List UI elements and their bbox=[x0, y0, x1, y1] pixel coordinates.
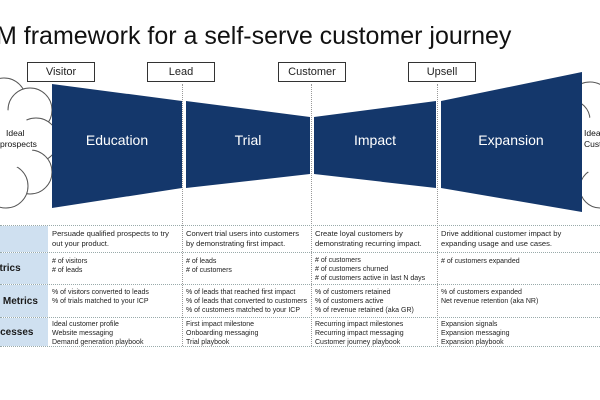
column-divider bbox=[311, 84, 312, 346]
conversion-metrics-impact: % of customers retained% of customers ac… bbox=[315, 289, 414, 314]
phase-trial: Trial bbox=[234, 132, 262, 148]
row-divider bbox=[0, 317, 600, 318]
conversion-metrics-trial: % of leads that reached first impact% of… bbox=[186, 289, 308, 314]
cloud-right-label: Ideal Custom bbox=[584, 128, 600, 149]
phase-education: Education bbox=[85, 132, 149, 148]
left-cloud-icon bbox=[0, 77, 59, 209]
stage-customer: Customer bbox=[278, 62, 346, 82]
row-divider bbox=[0, 346, 600, 347]
stage-lead: Lead bbox=[147, 62, 215, 82]
metrics-trial: # of leads# of customers bbox=[186, 258, 232, 274]
stage-visitor: Visitor bbox=[27, 62, 95, 82]
impact-funnel bbox=[314, 101, 436, 188]
phase-impact: Impact bbox=[353, 132, 396, 148]
metrics-impact: # of customers# of customers churned# of… bbox=[315, 257, 426, 282]
expansion-funnel bbox=[441, 72, 582, 212]
row-label-conversion-metrics: n Metrics bbox=[0, 285, 48, 317]
metrics-expansion: # of customers expanded bbox=[441, 258, 520, 265]
row-label-metrics: etrics bbox=[0, 253, 48, 284]
stage-upsell: Upsell bbox=[408, 62, 476, 82]
page-title: M framework for a self-serve customer jo… bbox=[0, 22, 512, 50]
row-label-processes: ocesses bbox=[0, 318, 48, 346]
cloud-left-label: Ideal prospects bbox=[0, 128, 37, 149]
column-divider bbox=[437, 84, 438, 346]
row-divider bbox=[0, 252, 600, 253]
education-funnel bbox=[52, 84, 182, 208]
row-label-goals bbox=[0, 226, 48, 252]
phase-expansion: Expansion bbox=[478, 132, 544, 148]
metrics-education: # of visitors# of leads bbox=[52, 258, 88, 274]
conversion-metrics-education: % of visitors converted to leads% of tri… bbox=[52, 289, 149, 305]
row-divider bbox=[0, 225, 600, 226]
trial-funnel bbox=[186, 101, 310, 188]
column-divider bbox=[182, 84, 183, 346]
row-divider bbox=[0, 284, 600, 285]
